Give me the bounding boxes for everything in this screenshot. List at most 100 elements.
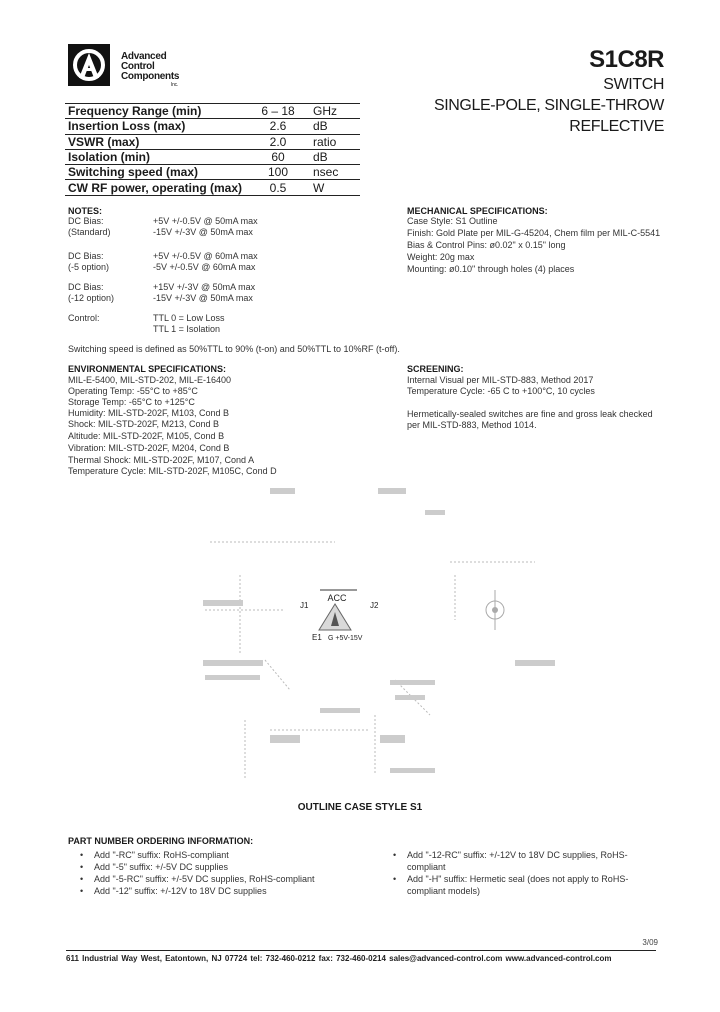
- e1-label: E1: [312, 633, 322, 642]
- note-value: -15V +/-3V @ 50mA max: [153, 293, 253, 303]
- note-value: -15V +/-3V @ 50mA max: [153, 227, 253, 237]
- switching-speed-note: Switching speed is defined as 50%TTL to …: [68, 344, 400, 354]
- footer-contact: 611 Industrial Way West, Eatontown, NJ 0…: [66, 954, 612, 963]
- note-row: DC Bias: +5V +/-0.5V @ 60mA max: [68, 251, 258, 262]
- spec-unit: GHz: [311, 102, 360, 120]
- note-row: (-5 option) -5V +/-0.5V @ 60mA max: [68, 262, 255, 273]
- logo-emblem-icon: [73, 49, 105, 81]
- outline-drawing-svg: ACC J1 J2 E1 G +5V-15V: [203, 488, 555, 780]
- environmental-line: Operating Temp: -55°C to +85°C: [68, 386, 198, 396]
- spec-param: Isolation (min): [65, 149, 245, 166]
- electrical-spec-table: Frequency Range (min) 6 – 18 GHz Inserti…: [65, 102, 360, 196]
- spec-value: 2.6: [245, 118, 311, 135]
- note-row: Control: TTL 0 = Low Loss: [68, 313, 224, 324]
- environmental-line: Thermal Shock: MIL-STD-202F, M107, Cond …: [68, 455, 255, 465]
- mechanical-line: Weight: 20g max: [407, 252, 475, 262]
- note-value: -5V +/-0.5V @ 60mA max: [153, 262, 256, 272]
- j2-label: J2: [370, 601, 379, 610]
- note-row: DC Bias:+5V +/-0.5V @ 50mA max: [68, 216, 258, 227]
- mechanical-line: Finish: Gold Plate per MIL-G-45204, Chem…: [407, 228, 661, 238]
- spec-param: Frequency Range (min): [65, 102, 245, 120]
- notes-title: NOTES:: [68, 206, 103, 216]
- product-subtitle-line: REFLECTIVE: [569, 118, 664, 135]
- environmental-line: Altitude: MIL-STD-202F, M105, Cond B: [68, 431, 225, 441]
- table-row: Frequency Range (min) 6 – 18 GHz: [65, 102, 360, 120]
- table-row: Insertion Loss (max) 2.6 dB: [65, 118, 360, 135]
- environmental-line: Vibration: MIL-STD-202F, M204, Cond B: [68, 443, 230, 453]
- ordering-item-text: Add "-5" suffix: +/-5V DC supplies: [94, 862, 229, 872]
- ordering-item-cont: compliant: [407, 862, 446, 872]
- screening-para-line: per MIL-STD-883, Method 1014.: [407, 420, 537, 430]
- ordering-item: •Add "-5" suffix: +/-5V DC supplies: [80, 862, 229, 872]
- ordering-item: •Add "-12" suffix: +/-12V to 18V DC supp…: [80, 886, 267, 896]
- spec-param: VSWR (max): [65, 134, 245, 150]
- acc-label: ACC: [327, 593, 347, 603]
- spec-value: 0.5: [245, 179, 311, 196]
- spec-unit: ratio: [311, 134, 360, 150]
- spec-unit: dB: [311, 118, 360, 135]
- ordering-item-text: Add "-5-RC" suffix: +/-5V DC supplies, R…: [94, 874, 315, 884]
- table-row: Switching speed (max) 100 nsec: [65, 164, 360, 181]
- revision-date: 3/09: [642, 938, 658, 947]
- spec-param: Switching speed (max): [65, 164, 245, 181]
- ordering-item: •Add "-H" suffix: Hermetic seal (does no…: [393, 874, 629, 884]
- note-label: (-12 option): [68, 293, 115, 303]
- table-row: CW RF power, operating (max) 0.5 W: [65, 179, 360, 196]
- company-name: Advanced Control Components Inc.: [121, 52, 180, 89]
- environmental-line: Humidity: MIL-STD-202F, M103, Cond B: [68, 408, 230, 418]
- note-row: (Standard) -15V +/-3V @ 50mA max: [68, 227, 253, 238]
- environmental-line: Temperature Cycle: MIL-STD-202F, M105C, …: [68, 466, 277, 476]
- spec-value: 100: [245, 164, 311, 181]
- connector-icon: [485, 590, 505, 630]
- spec-unit: W: [311, 179, 360, 196]
- environmental-line: Shock: MIL-STD-202F, M213, Cond B: [68, 419, 220, 429]
- mechanical-title: MECHANICAL SPECIFICATIONS:: [407, 206, 548, 216]
- ordering-item: •Add "-5-RC" suffix: +/-5V DC supplies, …: [80, 874, 315, 884]
- product-subtitle-line: SINGLE-POLE, SINGLE-THROW: [433, 97, 664, 114]
- environmental-line: MIL-E-5400, MIL-STD-202, MIL-E-16400: [68, 375, 232, 385]
- note-row: TTL 1 = Isolation: [68, 324, 220, 335]
- e2-label: G +5V-15V: [328, 635, 363, 642]
- table-row: Isolation (min) 60 dB: [65, 149, 360, 166]
- note-row: (-12 option) -15V +/-3V @ 50mA max: [68, 293, 253, 304]
- screening-title: SCREENING:: [407, 364, 464, 374]
- ordering-item: •Add "-RC" suffix: RoHS-compliant: [80, 850, 229, 860]
- screening-line: Internal Visual per MIL-STD-883, Method …: [407, 375, 594, 385]
- spec-unit: nsec: [311, 164, 360, 181]
- company-inc: Inc.: [171, 82, 178, 88]
- outline-case-title: OUTLINE CASE STYLE S1: [297, 802, 423, 813]
- ordering-item-text: Add "-RC" suffix: RoHS-compliant: [94, 850, 229, 860]
- note-row: DC Bias:+15V +/-3V @ 50mA max: [68, 282, 255, 293]
- note-value: +5V +/-0.5V @ 60mA max: [153, 251, 258, 261]
- spec-unit: dB: [311, 149, 360, 166]
- company-name-line: Components: [121, 71, 180, 82]
- note-value: TTL 1 = Isolation: [153, 324, 220, 334]
- note-value: +15V +/-3V @ 50mA max: [153, 282, 256, 292]
- note-value: +5V +/-0.5V @ 50mA max: [153, 216, 258, 226]
- spec-param: Insertion Loss (max): [65, 118, 245, 135]
- outline-drawing: ACC J1 J2 E1 G +5V-15V: [195, 480, 555, 790]
- mechanical-line: Case Style: S1 Outline: [407, 216, 498, 226]
- mechanical-line: Bias & Control Pins: ø0.02" x 0.15" long: [407, 240, 566, 250]
- note-value: TTL 0 = Low Loss: [153, 313, 225, 323]
- note-label: (Standard): [68, 227, 111, 237]
- note-label: Control:: [68, 313, 100, 323]
- note-label: DC Bias:: [68, 251, 104, 261]
- environmental-line: Storage Temp: -65°C to +125°C: [68, 397, 195, 407]
- j1-label: J1: [300, 601, 309, 610]
- note-label: (-5 option): [68, 262, 110, 272]
- screening-line: Temperature Cycle: -65 C to +100°C, 10 c…: [407, 386, 595, 396]
- company-logo: [68, 44, 110, 86]
- footer-divider: [66, 950, 656, 951]
- spec-value: 60: [245, 149, 311, 166]
- ordering-title: PART NUMBER ORDERING INFORMATION:: [68, 836, 254, 846]
- table-row: VSWR (max) 2.0 ratio: [65, 134, 360, 150]
- ordering-item-text: Add "-H" suffix: Hermetic seal (does not…: [407, 874, 629, 884]
- esd-warning-icon: [318, 603, 352, 631]
- spec-value: 2.0: [245, 134, 311, 150]
- product-subtitle-line: SWITCH: [603, 76, 664, 93]
- spec-value: 6 – 18: [245, 102, 311, 120]
- mechanical-line: Mounting: ø0.10" through holes (4) place…: [407, 264, 575, 274]
- environmental-title: ENVIRONMENTAL SPECIFICATIONS:: [68, 364, 227, 374]
- screening-para-line: Hermetically-sealed switches are fine an…: [407, 409, 653, 419]
